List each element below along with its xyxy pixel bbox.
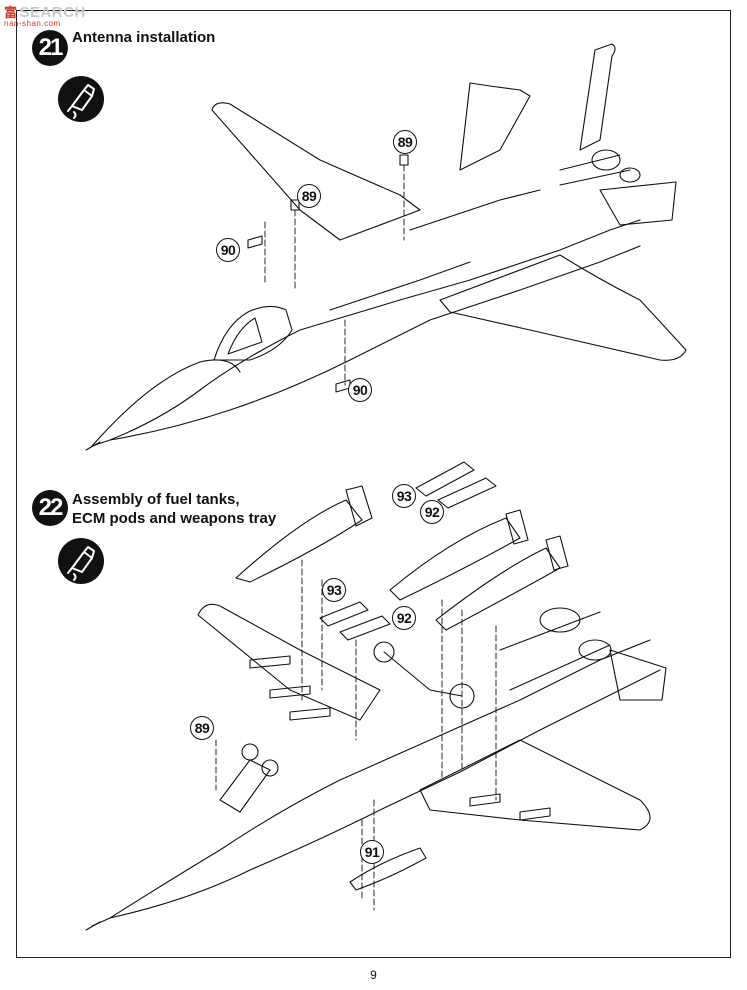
watermark-url: nan-shan.com — [4, 19, 61, 28]
part-label-90: 90 — [348, 378, 372, 402]
step-22-title: Assembly of fuel tanks, ECM pods and wea… — [72, 491, 277, 527]
glue-tube-icon — [58, 76, 104, 122]
part-label-90: 90 — [216, 238, 240, 262]
part-label-93: 93 — [392, 484, 416, 508]
part-label-89: 89 — [297, 184, 321, 208]
part-label-92: 92 — [420, 500, 444, 524]
page-frame — [16, 10, 731, 958]
part-label-89: 89 — [393, 130, 417, 154]
part-label-89: 89 — [190, 716, 214, 740]
watermark-text: SEARCH — [19, 4, 86, 21]
page-number: 9 — [370, 968, 377, 982]
step-21-title: Antenna installation — [72, 29, 216, 46]
part-label-92: 92 — [392, 606, 416, 630]
step-22-badge: 22 — [32, 490, 68, 526]
glue-tube-icon — [58, 538, 104, 584]
step-21-badge: 21 — [32, 30, 68, 66]
part-label-93: 93 — [322, 578, 346, 602]
part-label-91: 91 — [360, 840, 384, 864]
